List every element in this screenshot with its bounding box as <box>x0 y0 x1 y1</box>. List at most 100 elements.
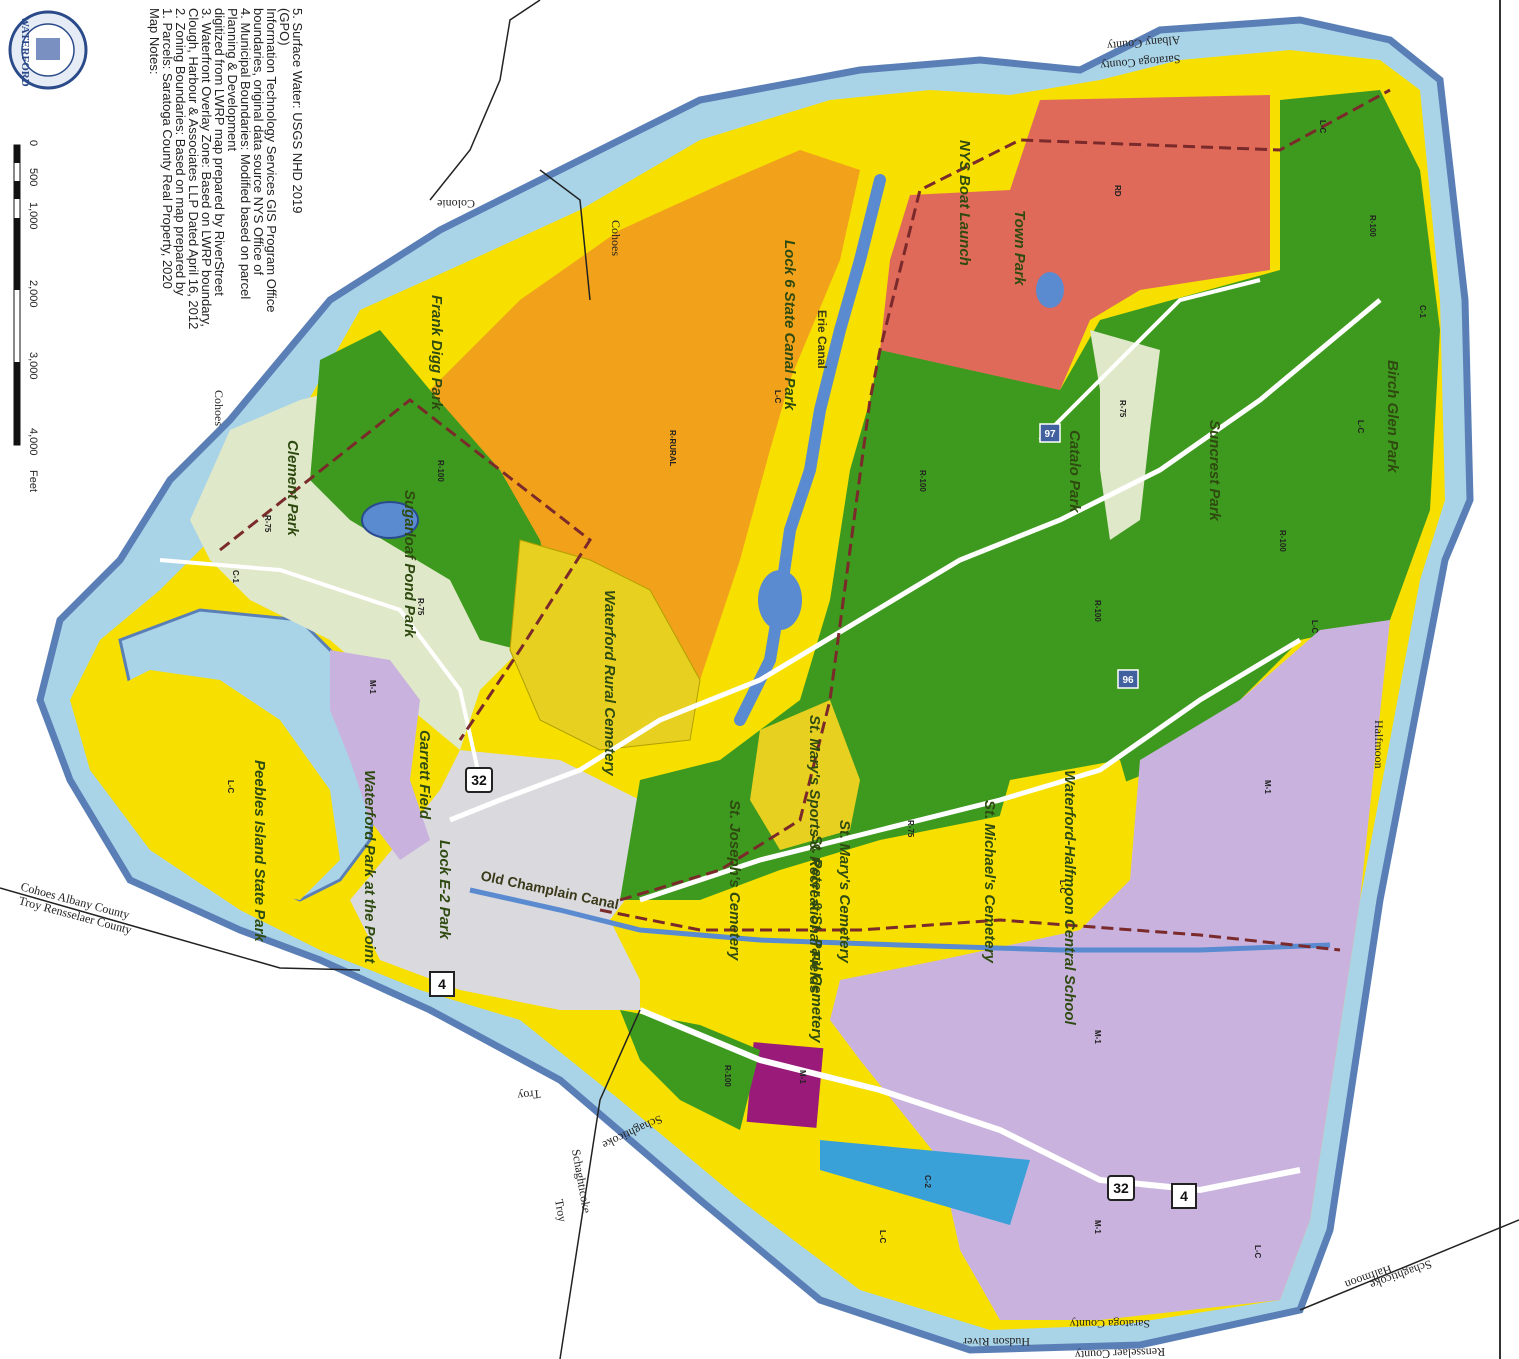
label-st-mary-cem: St. Mary's Cemetery <box>836 820 853 963</box>
zone-m1-west <box>330 650 430 860</box>
label-erie-canal: Erie Canal <box>815 310 829 369</box>
label-albany-county: Albany County <box>1106 33 1181 53</box>
label-rensselaer-bottom: Rensselaer County <box>1075 1345 1166 1359</box>
waterfront-overlay-boundary <box>219 88 1391 952</box>
zone-r-rural <box>430 150 860 680</box>
scale-tick-4000: 4,000 <box>27 428 39 456</box>
road-route-96 <box>639 637 1302 903</box>
label-cohoes-3: Cohoes <box>212 390 226 426</box>
zone-label-r75-3: R-75 <box>1118 400 1127 418</box>
label-saratoga-county: Saratoga County <box>1100 52 1181 73</box>
label-rural-cemetery: Waterford Rural Cemetery <box>601 590 618 776</box>
label-birch-glen: Birch Glen Park <box>1384 360 1401 473</box>
map-note-line: 2. Zoning Boundaries: Based on map prepa… <box>173 8 188 296</box>
zone-label-rd: RD <box>1113 185 1122 197</box>
zone-label-rural: R-RURAL <box>668 430 677 467</box>
label-cohoes-1: Cohoes <box>609 220 623 256</box>
route-96-marker: 96 <box>1117 669 1139 689</box>
label-troy: Troy <box>517 1087 541 1103</box>
map-notes-heading: Map Notes: <box>147 8 162 74</box>
map-note-line: 1. Parcels: Saratoga County Real Propert… <box>160 8 175 289</box>
label-frank-digg: Frank Digg Park <box>428 295 445 411</box>
svg-text:32: 32 <box>471 772 487 788</box>
zone-label-r75-4: R-75 <box>906 820 915 838</box>
label-boat-launch: NYS Boat Launch <box>956 140 973 266</box>
seal-text: WATERFORD <box>19 16 31 87</box>
peebles-island <box>90 670 340 900</box>
route-32-shield-north: 32 <box>465 767 493 793</box>
map-note-line: 4. Municipal Boundaries: Modified based … <box>238 8 253 299</box>
label-town-park: Town Park <box>1011 210 1028 286</box>
label-saratoga-bottom: Saratoga County <box>1070 1317 1150 1331</box>
scale-tick-3000: 3,000 <box>27 352 39 380</box>
label-st-michael: St. Michael's Cemetery <box>981 800 998 963</box>
label-clement: Clement Park <box>284 440 301 537</box>
route-32-shield-south: 32 <box>1107 1175 1135 1201</box>
zone-label-c2: C-2 <box>923 1175 932 1188</box>
zone-rd <box>880 95 1270 390</box>
map-note-line: Information Technology Services GIS Prog… <box>264 8 279 312</box>
municipal-line-troy-schaghticoke <box>559 1009 641 1359</box>
label-st-joseph: St. Joseph's Cemetery <box>726 800 743 961</box>
svg-text:4: 4 <box>438 976 446 992</box>
label-st-peter: St. Peter & St. Paul Cemetery <box>808 835 825 1043</box>
zone-label-lc-6: L-C <box>878 1230 887 1244</box>
scale-tick-1000: 1,000 <box>27 202 39 230</box>
zone-r100-west <box>310 330 560 650</box>
scale-bar: 0 500 1,000 2,000 3,000 4,000 Feet <box>13 140 39 492</box>
label-troy-2: Troy <box>552 1198 570 1223</box>
zone-r100-south <box>620 1010 760 1130</box>
label-lock6: Lock 6 State Canal Park <box>781 240 798 411</box>
map-note-line: boundaries, original data source NYS Off… <box>251 8 266 276</box>
map-note-line: 3. Waterfront Overlay Zone: Based on LWR… <box>199 8 214 327</box>
scale-unit: Feet <box>27 470 39 492</box>
zone-label-c1-2: C-1 <box>1418 305 1427 318</box>
svg-text:96: 96 <box>1122 675 1134 686</box>
zone-label-r75-1: R-75 <box>263 515 272 533</box>
svg-text:97: 97 <box>1044 429 1056 440</box>
municipal-line-cohoes-north <box>539 169 591 301</box>
road-route-32-south <box>638 1007 1301 1194</box>
zone-label-lc-4: L-C <box>1310 620 1319 634</box>
zone-label-m1-1: M-1 <box>368 680 377 694</box>
champlain-canal <box>469 887 1331 953</box>
scale-tick-0: 0 <box>27 140 39 146</box>
zone-label-r100-5: R-100 <box>723 1065 732 1087</box>
label-waterford-park: Waterford Park at the Point <box>361 770 378 964</box>
label-peebles: Peebles Island State Park <box>251 760 268 942</box>
zone-label-lc-8: L-C <box>1356 420 1365 434</box>
map-note-line: digitized from LWRP map prepared by Rive… <box>212 8 227 296</box>
zone-label-lc-1: L-C <box>226 780 235 794</box>
label-catalo: Catalo Park <box>1066 430 1083 513</box>
route-4-shield-south: 4 <box>1171 1183 1197 1209</box>
zone-c1 <box>350 750 640 1010</box>
zone-label-lc-3: L-C <box>1318 120 1327 134</box>
zone-c2 <box>820 1140 1030 1225</box>
zone-label-r100-6: R-100 <box>436 460 445 482</box>
st-marys-fields <box>750 700 860 850</box>
scale-tick-2000: 2,000 <box>27 280 39 308</box>
label-suncrest: Suncrest Park <box>1206 420 1223 522</box>
zone-label-m1-2: M-1 <box>1263 780 1272 794</box>
map-note-line: (GPO) <box>277 8 292 46</box>
label-st-mary-sports: St. Mary's Sports & Recreational Fields <box>806 715 823 994</box>
sugarloaf-pond <box>361 501 419 539</box>
waterford-seal: WATERFORD <box>8 10 88 90</box>
label-school: Waterford-Halfmoon Central School <box>1061 770 1078 1026</box>
zone-label-r100-2: R-100 <box>1093 600 1102 622</box>
label-halfmoon-1: Halfmoon <box>1372 720 1386 769</box>
zone-label-lc-2: L-C <box>773 390 782 404</box>
label-hudson: Hudson River <box>963 1335 1030 1349</box>
zone-label-m1-4: M-1 <box>1093 1220 1102 1234</box>
road-route-97 <box>1038 278 1261 442</box>
zone-label-r100-4: R-100 <box>1368 215 1377 237</box>
map-notes: Map Notes: 1. Parcels: Saratoga County R… <box>147 8 305 329</box>
svg-text:32: 32 <box>1113 1180 1129 1196</box>
road-broad-st <box>159 558 482 781</box>
erie-canal <box>734 174 886 726</box>
route-4-shield-west: 4 <box>429 971 455 997</box>
canal-basin <box>758 570 802 630</box>
road-route-32-4 <box>449 298 1382 823</box>
zone-r75-catalo <box>1090 330 1160 540</box>
